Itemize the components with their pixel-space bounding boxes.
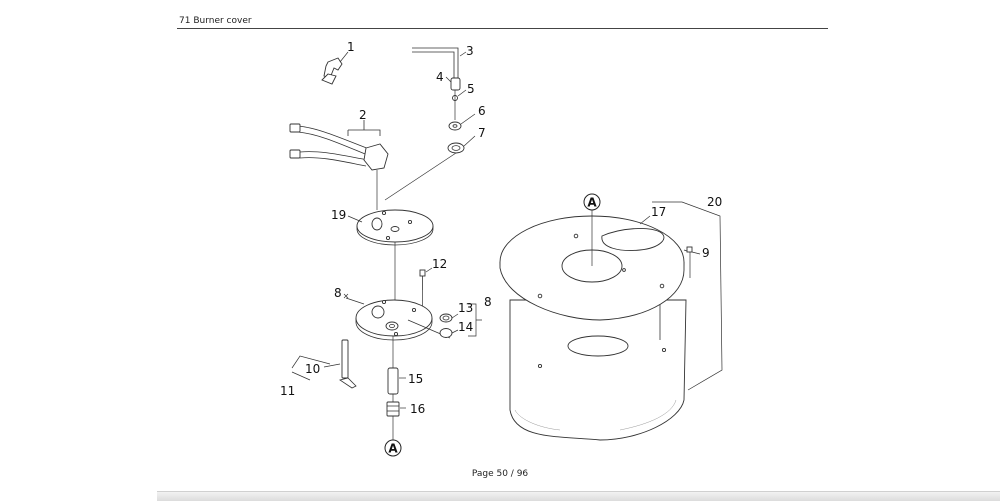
part-12-screw xyxy=(419,267,433,310)
part-9-screw xyxy=(683,249,691,278)
part-2-cable xyxy=(289,120,389,210)
part-20-housing xyxy=(509,299,687,441)
svg-text:A: A xyxy=(587,196,597,210)
reference-marker-a-top: A xyxy=(583,193,601,211)
part-4-sleeve xyxy=(445,76,461,91)
part-1-clip xyxy=(321,51,349,85)
header-rule xyxy=(177,28,828,29)
reference-marker-a-bottom: A xyxy=(384,439,402,457)
callout-8-left: 8 xyxy=(334,286,342,300)
page-number: Page 50 / 96 xyxy=(471,469,529,479)
callout-4: 4 xyxy=(436,70,444,84)
viewer-bottom-bar xyxy=(157,491,1000,501)
callout-6: 6 xyxy=(478,104,486,118)
callout-12: 12 xyxy=(432,257,447,271)
callout-2: 2 xyxy=(359,108,367,122)
callout-17: 17 xyxy=(651,205,666,219)
part-8-base-plate xyxy=(345,297,451,341)
part-15-nozzle xyxy=(387,336,406,395)
page-title: 71 Burner cover xyxy=(179,16,252,26)
callout-7: 7 xyxy=(478,126,486,140)
part-3-rod xyxy=(412,47,467,82)
part-17-burner-cover xyxy=(499,210,685,321)
callout-15: 15 xyxy=(408,372,423,386)
part-16-nut xyxy=(386,394,406,440)
part-10-electrode xyxy=(291,339,357,389)
part-7-seal-ring xyxy=(447,135,476,154)
callout-11: 11 xyxy=(280,384,295,398)
part-14-ring xyxy=(439,328,453,338)
callout-14: 14 xyxy=(458,320,473,334)
callout-13: 13 xyxy=(458,301,473,315)
part-5-nut xyxy=(452,89,467,101)
bracket-20 xyxy=(652,201,723,391)
callout-8-right: 8 xyxy=(484,295,492,309)
callout-9: 9 xyxy=(702,246,710,260)
callout-20: 20 xyxy=(707,195,722,209)
callout-1: 1 xyxy=(347,40,355,54)
assembly-line xyxy=(384,152,457,201)
part-6-washer xyxy=(448,113,476,131)
part-9-screw-head xyxy=(686,246,693,253)
callout-5: 5 xyxy=(467,82,475,96)
bracket-8 xyxy=(468,303,482,337)
bracket-mark xyxy=(343,293,349,299)
callout-19: 19 xyxy=(331,208,346,222)
callout-10: 10 xyxy=(305,362,320,376)
part-19-plate xyxy=(347,209,434,246)
svg-text:A: A xyxy=(388,442,398,456)
callout-16: 16 xyxy=(410,402,425,416)
callout-3: 3 xyxy=(466,44,474,58)
part-13-ring xyxy=(439,313,453,323)
